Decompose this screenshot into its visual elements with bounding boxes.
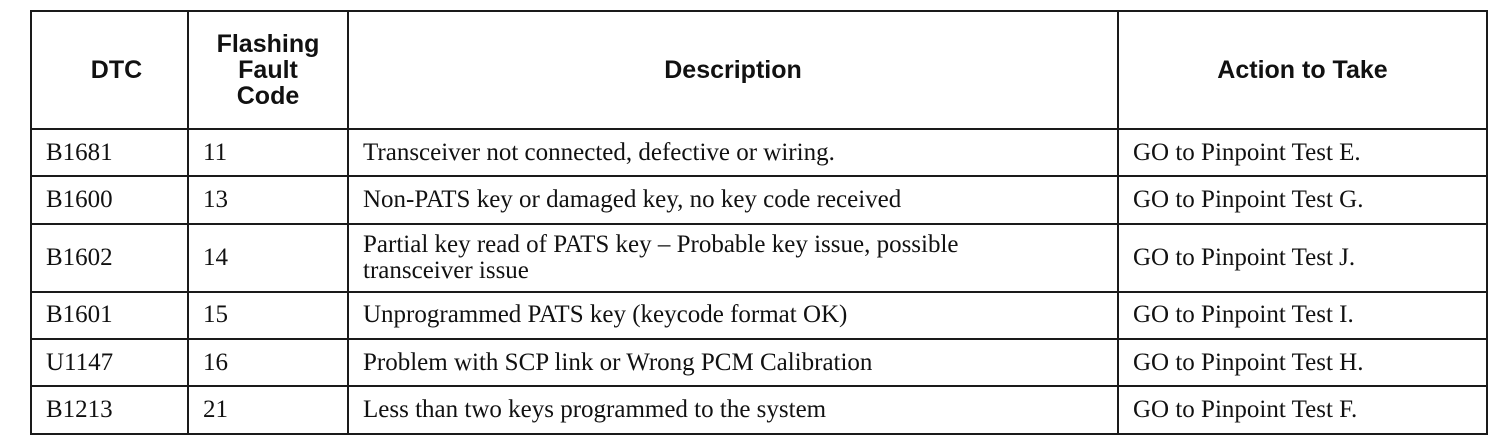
cell-description: Non-PATS key or damaged key, no key code… xyxy=(347,175,1119,225)
cell-action: GO to Pinpoint Test G. xyxy=(1117,175,1488,225)
cell-action: GO to Pinpoint Test J. xyxy=(1117,222,1488,293)
cell-action: GO to Pinpoint Test I. xyxy=(1117,290,1488,340)
cell-fault-code: 15 xyxy=(187,290,349,340)
table-row: U1147 16 Problem with SCP link or Wrong … xyxy=(30,337,1488,388)
header-dtc: DTC xyxy=(30,10,189,130)
cell-dtc: U1147 xyxy=(30,337,189,388)
cell-action: GO to Pinpoint Test H. xyxy=(1117,337,1488,388)
table-row: B1600 13 Non-PATS key or damaged key, no… xyxy=(30,175,1488,225)
cell-dtc: B1601 xyxy=(30,290,189,340)
cell-dtc: B1681 xyxy=(30,127,189,178)
cell-description: Partial key read of PATS key – Probable … xyxy=(347,222,1119,293)
cell-fault-code: 11 xyxy=(187,127,349,178)
header-description: Description xyxy=(347,10,1119,130)
cell-fault-code: 13 xyxy=(187,175,349,225)
table-row: B1681 11 Transceiver not connected, defe… xyxy=(30,127,1488,178)
cell-action: GO to Pinpoint Test E. xyxy=(1117,127,1488,178)
cell-dtc: B1602 xyxy=(30,222,189,293)
table-header-row: DTC Flashing Fault Code Description Acti… xyxy=(30,10,1488,130)
cell-description: Unprogrammed PATS key (keycode format OK… xyxy=(347,290,1119,340)
header-action-to-take: Action to Take xyxy=(1117,10,1488,130)
header-flashing-fault-code: Flashing Fault Code xyxy=(187,10,349,130)
table-row: B1602 14 Partial key read of PATS key – … xyxy=(30,222,1488,293)
cell-dtc: B1600 xyxy=(30,175,189,225)
cell-action: GO to Pinpoint Test F. xyxy=(1117,385,1488,435)
table-row: B1601 15 Unprogrammed PATS key (keycode … xyxy=(30,290,1488,340)
dtc-table: DTC Flashing Fault Code Description Acti… xyxy=(30,10,1488,435)
cell-fault-code: 21 xyxy=(187,385,349,435)
cell-fault-code: 16 xyxy=(187,337,349,388)
cell-fault-code: 14 xyxy=(187,222,349,293)
cell-description: Less than two keys programmed to the sys… xyxy=(347,385,1119,435)
cell-dtc: B1213 xyxy=(30,385,189,435)
table-row: B1213 21 Less than two keys programmed t… xyxy=(30,385,1488,435)
cell-description: Problem with SCP link or Wrong PCM Calib… xyxy=(347,337,1119,388)
cell-description: Transceiver not connected, defective or … xyxy=(347,127,1119,178)
